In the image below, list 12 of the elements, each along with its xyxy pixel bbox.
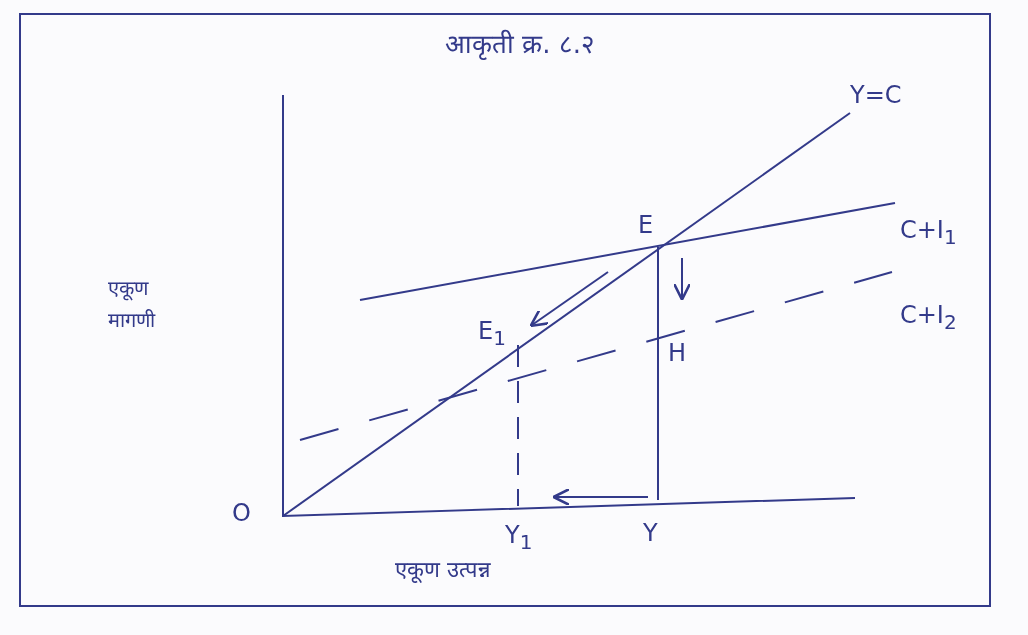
curve-label: C+I$_{1}$ (900, 217, 957, 248)
point-label: E$_{1}$ (478, 318, 506, 349)
axis-point-label: Y$_{1}$ (505, 522, 533, 553)
axis-point-label: Y (643, 520, 658, 547)
origin-label: O (232, 500, 251, 527)
point-label: E (638, 212, 654, 239)
axis-label: एकूण उत्पन्न (395, 558, 491, 583)
curve-label: Y=C (850, 82, 902, 109)
point-label: H (668, 340, 687, 367)
figure-title: आकृती क्र. ८.२ (445, 30, 596, 59)
curve-label: C+I$_{2}$ (900, 302, 957, 333)
axis-label: एकूण मागणी (108, 275, 157, 334)
